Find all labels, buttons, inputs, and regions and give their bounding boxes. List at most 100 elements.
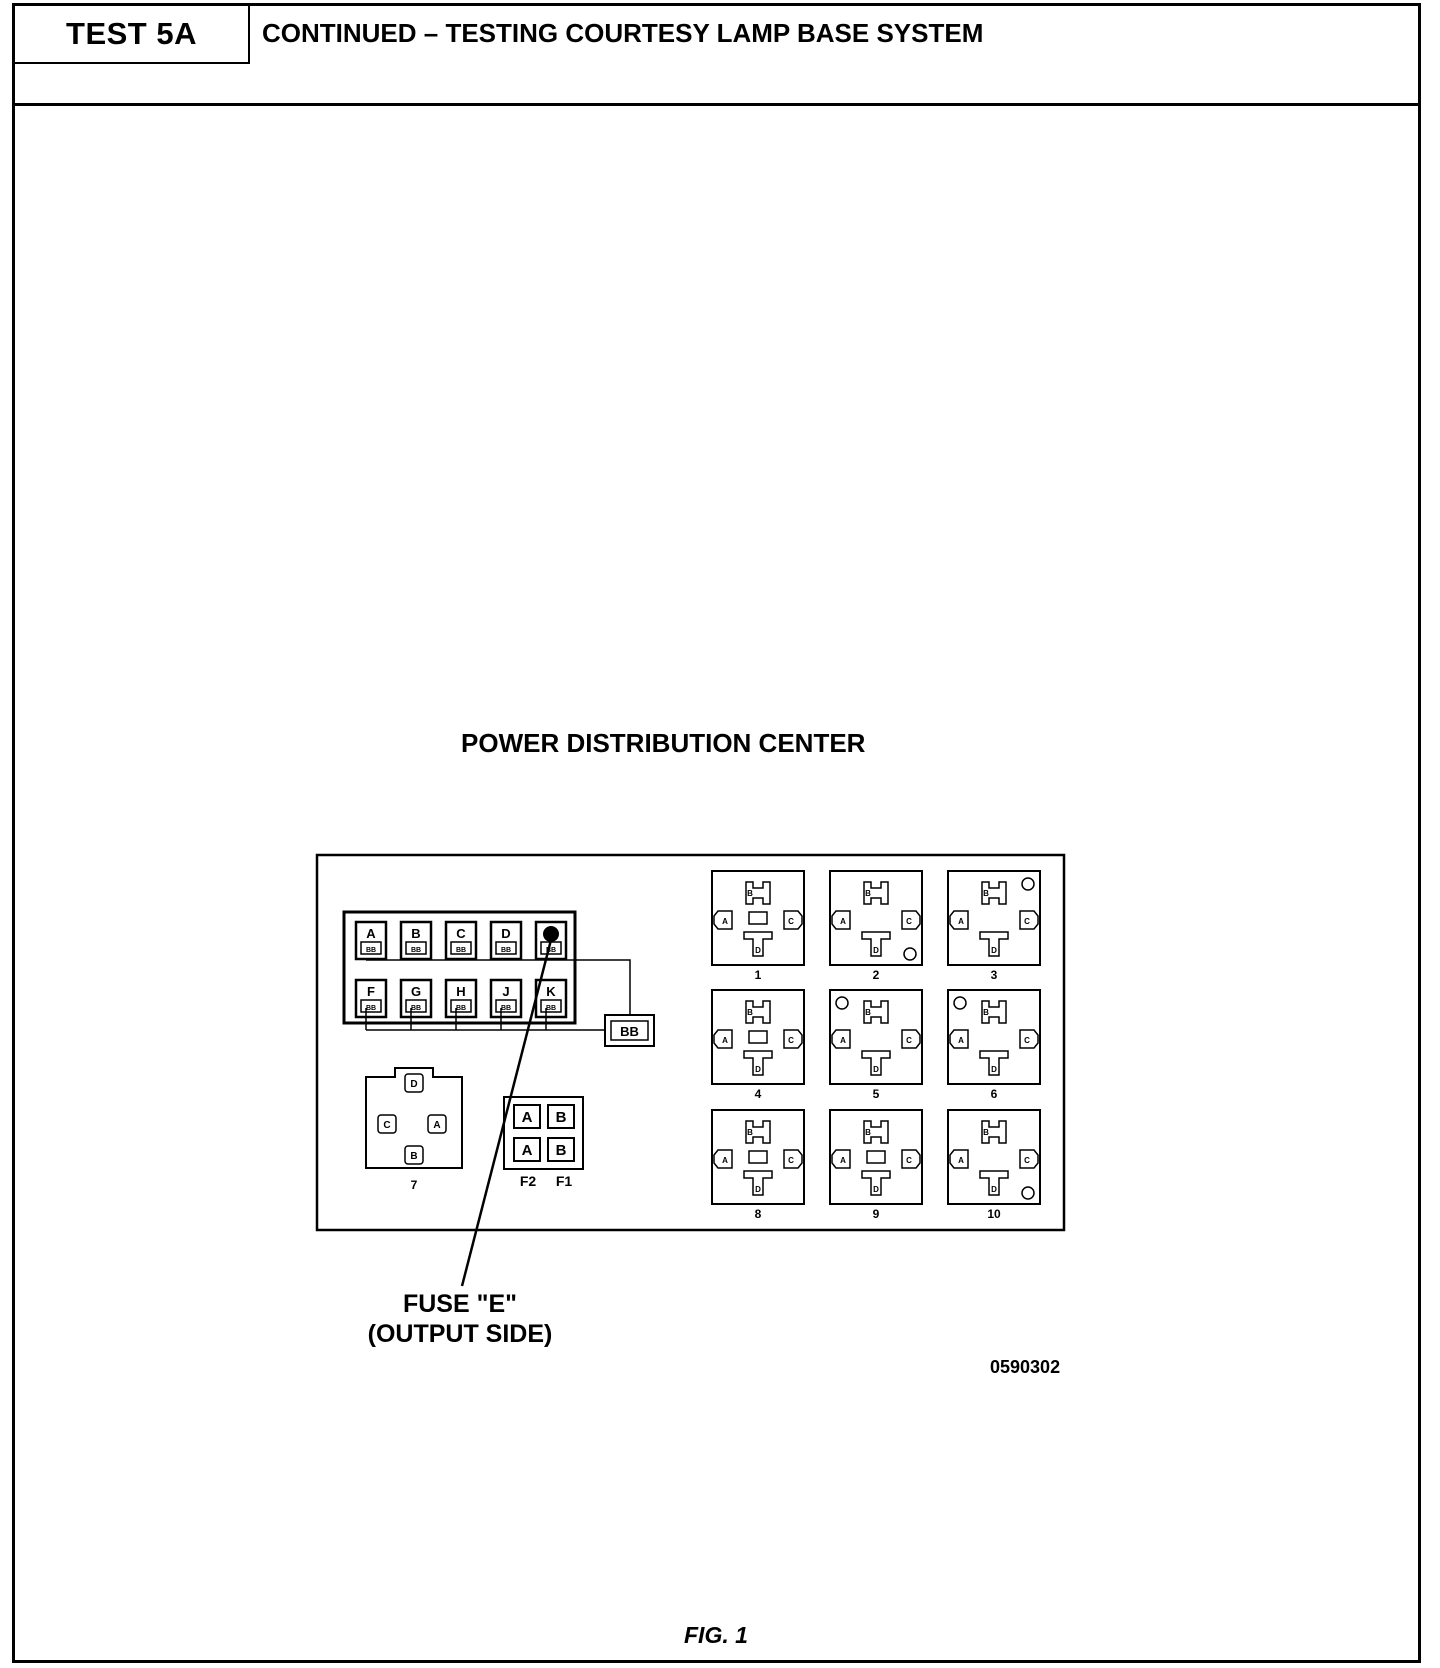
fusible-link-cell: B — [547, 1104, 575, 1129]
svg-text:A: A — [840, 917, 846, 926]
fuse-f: BBF — [354, 978, 388, 1019]
fuse-block — [342, 910, 577, 1025]
relay-number: 6 — [991, 1087, 998, 1101]
svg-text:D: D — [873, 1185, 879, 1194]
svg-text:C: C — [383, 1120, 390, 1131]
svg-text:D: D — [991, 1185, 997, 1194]
fuse-bus-mark: BB — [411, 1005, 421, 1012]
fuse-letter: G — [411, 984, 421, 999]
figure-label: FIG. 1 — [684, 1622, 748, 1648]
relay-6: B A C D 6 — [947, 989, 1041, 1101]
relay-number: 4 — [755, 1087, 762, 1101]
relay-number: 5 — [873, 1087, 880, 1101]
connector-7: A B C D 7 — [365, 1067, 463, 1192]
svg-text:B: B — [410, 1151, 417, 1162]
fusible-link-label-f1: F1 — [556, 1173, 573, 1189]
svg-text:B: B — [556, 1109, 567, 1126]
fuse-letter: D — [501, 926, 510, 941]
svg-text:A: A — [958, 1036, 964, 1045]
svg-text:A: A — [433, 1120, 440, 1131]
svg-text:B: B — [747, 889, 753, 898]
svg-text:A: A — [722, 1036, 728, 1045]
callout-line-2: (OUTPUT SIDE) — [367, 1320, 553, 1348]
relay-9: B A C D 9 — [829, 1109, 923, 1221]
bus-bar-label: BB — [620, 1024, 639, 1039]
svg-text:C: C — [906, 1036, 912, 1045]
fuse-letter: B — [411, 926, 420, 941]
fuse-e-test-point — [543, 926, 559, 942]
fuse-letter: C — [456, 926, 466, 941]
svg-text:D: D — [755, 946, 761, 955]
fuse-letter: A — [366, 926, 376, 941]
svg-text:A: A — [722, 1156, 728, 1165]
svg-text:A: A — [522, 1109, 533, 1126]
connector-7-cavity-c: C — [377, 1114, 397, 1134]
svg-text:A: A — [958, 1156, 964, 1165]
relay-2: B A C D 2 — [829, 870, 923, 982]
bus-wiring — [365, 959, 631, 1031]
page-frame: TEST 5A CONTINUED – TESTING COURTESY LAM… — [12, 3, 1421, 1663]
relay-number: 10 — [987, 1207, 1001, 1221]
test-label: TEST 5A — [15, 6, 250, 64]
svg-text:A: A — [522, 1142, 533, 1159]
relay-number: 8 — [755, 1207, 762, 1221]
svg-text:C: C — [906, 1156, 912, 1165]
svg-text:A: A — [958, 917, 964, 926]
svg-text:D: D — [991, 1065, 997, 1074]
fuse-letter: J — [502, 984, 509, 999]
fuse-bus-mark: BB — [546, 1005, 556, 1012]
svg-text:C: C — [1024, 917, 1030, 926]
svg-text:C: C — [788, 1156, 794, 1165]
diagram-title: POWER DISTRIBUTION CENTER — [461, 728, 866, 758]
connector-7-cavity-d: D — [404, 1073, 424, 1093]
svg-text:B: B — [865, 889, 871, 898]
fuse-g: BB G — [399, 978, 433, 1019]
fuse-bus-mark: BB — [501, 947, 511, 954]
fuse-d: BB D — [489, 920, 523, 961]
svg-text:A: A — [840, 1036, 846, 1045]
fuse-letter: K — [546, 984, 556, 999]
svg-text:B: B — [983, 1008, 989, 1017]
svg-text:A: A — [840, 1156, 846, 1165]
fusible-link-cell: B — [547, 1137, 575, 1162]
svg-text:D: D — [873, 1065, 879, 1074]
relay-number: 1 — [755, 968, 762, 982]
fuse-h: BBH — [444, 978, 478, 1019]
svg-text:C: C — [788, 1036, 794, 1045]
fuse-letter: H — [456, 984, 465, 999]
svg-text:C: C — [1024, 1156, 1030, 1165]
fuse-bus-mark: BB — [411, 947, 421, 954]
fusible-link-cell: A — [513, 1104, 541, 1129]
svg-text:B: B — [983, 889, 989, 898]
svg-text:B: B — [865, 1128, 871, 1137]
relay-number: 9 — [873, 1207, 880, 1221]
bus-bar-box — [604, 1014, 655, 1047]
fuse-bus-mark: BB — [366, 947, 376, 954]
svg-text:B: B — [747, 1128, 753, 1137]
fuse-bus-mark: BB — [501, 1005, 511, 1012]
connector-7-number: 7 — [411, 1178, 418, 1192]
svg-text:D: D — [873, 946, 879, 955]
svg-text:D: D — [991, 946, 997, 955]
header: TEST 5A CONTINUED – TESTING COURTESY LAM… — [15, 6, 1418, 106]
fusible-link-label-f2: F2 — [520, 1173, 537, 1189]
fuse-e-callout: FUSE "E" (OUTPUT SIDE) — [330, 1289, 590, 1349]
connector-7-cavity-b: B — [404, 1145, 424, 1165]
connector-7-cavity-a: A — [427, 1114, 447, 1134]
svg-text:A: A — [722, 917, 728, 926]
fuse-bus-mark: BB — [546, 947, 556, 954]
relay-number: 2 — [873, 968, 880, 982]
pdc-housing — [315, 853, 1066, 1232]
connector-7-cavities: A B C D — [377, 1073, 447, 1165]
fuse-bus-mark: BB — [366, 1005, 376, 1012]
svg-text:C: C — [906, 917, 912, 926]
svg-text:C: C — [1024, 1036, 1030, 1045]
